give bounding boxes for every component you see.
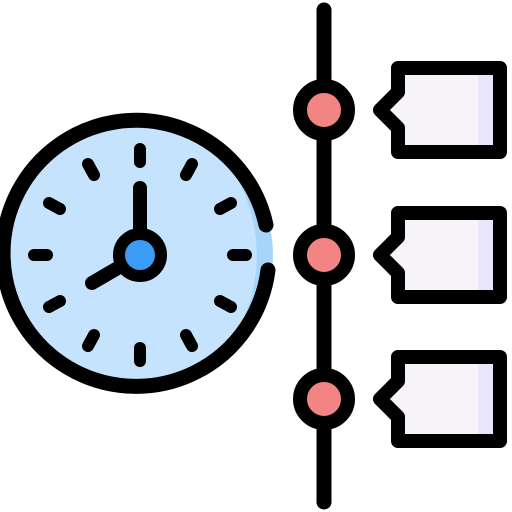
card-outline — [373, 350, 507, 448]
timeline-card-3 — [373, 350, 507, 448]
timeline — [293, 2, 507, 510]
tick-7 — [82, 329, 100, 352]
card-fill — [380, 357, 500, 441]
timeline-node-2 — [293, 224, 355, 286]
timeline-card-1 — [373, 61, 507, 159]
card-shade — [478, 220, 495, 290]
timeline-node-1 — [293, 79, 355, 141]
card-outline — [373, 61, 507, 159]
timeline-card-2 — [373, 206, 507, 304]
tick-4 — [214, 295, 237, 313]
clock-rim — [0, 112, 276, 394]
card-fill — [380, 68, 500, 152]
card-outline — [373, 206, 507, 304]
tick-8 — [43, 295, 66, 313]
card-shade — [478, 75, 495, 145]
timeline-node-3 — [293, 368, 355, 430]
tick-11 — [82, 158, 100, 181]
clock-center — [113, 228, 167, 282]
tick-2 — [214, 197, 237, 215]
card-shade — [478, 364, 495, 434]
tick-10 — [43, 197, 66, 215]
tick-5 — [180, 329, 198, 352]
clock-icon — [0, 112, 276, 394]
card-fill — [380, 213, 500, 297]
tick-1 — [180, 158, 198, 181]
clock-ticks — [28, 143, 252, 367]
